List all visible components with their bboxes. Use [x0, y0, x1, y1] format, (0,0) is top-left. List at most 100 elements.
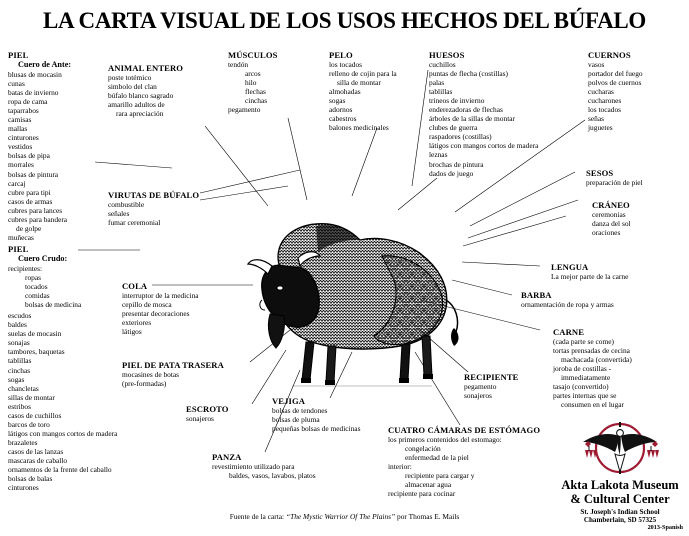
item-list: interruptor de la medicina cepillo de mo…	[122, 291, 199, 336]
list-item: suelas de mocasin	[8, 329, 62, 339]
source-title: “The Mystic Warrior Of The Plains”	[285, 512, 396, 521]
section-piel-cuero-de-ante: PIEL Cuero de Ante: blusas de mocasin cu…	[8, 50, 71, 242]
section-subheading: Cuero Crudo:	[18, 254, 68, 263]
section-musculos: MÚSCULOS tendón arcos hilo flechas cinch…	[228, 50, 278, 114]
item-list: vasos portador del fuego polvos de cuern…	[588, 60, 643, 132]
item-list: escudos baldes suelas de mocasin sonajas…	[8, 311, 117, 492]
list-item: hilo	[245, 78, 257, 88]
list-item: revestimiento utilizado para	[212, 462, 295, 471]
section-heading: CARNE	[553, 327, 585, 337]
list-item: tambores, baquetas	[8, 347, 65, 357]
list-item: poste totémico	[108, 73, 152, 82]
list-item: ropas	[25, 273, 42, 283]
logo-line-3: St. Joseph's Indian School	[580, 508, 660, 516]
list-item: mallas	[8, 124, 28, 134]
list-item: sonajeros	[186, 414, 214, 423]
section-piel-de-pata-trasera: PIEL DE PATA TRASERA mocasines de botas …	[122, 360, 224, 388]
list-item: búfalo blanco sagrado	[108, 91, 174, 101]
list-item: morrales	[8, 160, 34, 170]
section-pelo: PELO los tocados relleno de cojin para l…	[329, 50, 397, 132]
list-item: látigos con mangos cortos de madera	[429, 141, 539, 151]
list-item: los tocados	[329, 60, 363, 69]
list-item: tortas prensadas de cecina	[553, 346, 630, 356]
list-item: cepillo de mosca	[122, 300, 172, 310]
list-item: cucharones	[588, 96, 622, 106]
logo-line-4: Chamberlain, SD 57325	[583, 516, 657, 525]
buffalo-illustration	[246, 223, 459, 387]
organization-logo: Akta Lakota Museum & Cultural Center St.…	[556, 420, 684, 532]
list-item: ropa de cama	[8, 97, 48, 107]
list-item: tasajo (convertido)	[553, 382, 609, 392]
list-item: simbolo del clan	[108, 82, 157, 92]
list-item: interruptor de la medicina	[122, 291, 199, 300]
list-item: los tocados	[588, 105, 622, 115]
list-item: ceremonias	[592, 210, 626, 219]
list-item: baldes	[8, 320, 27, 330]
section-cola: COLA interruptor de la medicina cepillo …	[122, 281, 199, 336]
list-item: taparrabos	[8, 106, 39, 116]
section-huesos: HUESOS cuchillos puntas de flecha (costi…	[429, 50, 538, 178]
list-item: bolsas de pintura	[8, 169, 59, 179]
item-list: blusas de mocasin cunas batas de inviern…	[8, 70, 71, 242]
list-item: casos de cuchillos	[8, 410, 62, 420]
item-list: (cada parte se come) tortas prensadas de…	[553, 337, 632, 409]
list-item: cuchillos	[429, 60, 456, 69]
section-barba: BARBA ornamentación de ropa y armas	[521, 290, 614, 309]
list-item: arcos	[245, 69, 261, 79]
list-item: cucharas	[588, 87, 614, 97]
section-heading: ESCROTO	[186, 404, 229, 414]
list-item: de golpe	[16, 223, 42, 233]
list-item: los primeros contenidos del estomago:	[388, 435, 502, 444]
section-vejiga: VEJIGA bolsas de tendones bolsas de plum…	[272, 396, 360, 433]
list-item: cinturones	[8, 483, 39, 493]
list-item: mocasines de botas	[122, 370, 180, 379]
logo-line-1: Akta Lakota Museum	[561, 478, 679, 492]
list-item: cubres para lances	[8, 205, 63, 215]
item-list: La mejor parte de la carne	[551, 272, 628, 281]
list-item: relleno de cojin para la	[329, 69, 397, 79]
section-panza: PANZA revestimiento utilizado para balde…	[212, 452, 316, 480]
item-list: poste totémico simbolo del clan búfalo b…	[108, 73, 183, 118]
list-item: amarillo adultos de	[108, 100, 165, 110]
list-item: bolsas de pipa	[8, 151, 50, 161]
item-list: preparación de piel	[586, 178, 643, 187]
list-item: recipiente para cargar y	[405, 471, 475, 481]
list-item: oraciones	[592, 228, 621, 238]
list-item: adornos	[329, 105, 353, 115]
item-list: cuchillos puntas de flecha (costillas) p…	[429, 60, 538, 178]
list-item: pequeñas bolsas de medicinas	[272, 424, 361, 434]
section-heading: CRÁNEO	[592, 200, 630, 210]
list-item: exteriores	[122, 318, 152, 328]
item-list: ornamentación de ropa y armas	[521, 300, 614, 309]
list-item: tablillas	[429, 87, 453, 97]
section-virutas-de-bufalo: VIRUTAS DE BÚFALO combustible señales fu…	[108, 190, 199, 227]
list-item: mascaras de caballo	[8, 455, 68, 465]
list-item: consumen en el lugar	[561, 400, 625, 410]
list-item: dados de juego	[429, 168, 474, 178]
list-item: recipiente para cocinar	[388, 489, 456, 499]
section-sesos: SESOS preparación de piel	[586, 168, 643, 187]
list-item: danza del sol	[592, 219, 631, 229]
section-heading: BARBA	[521, 290, 552, 300]
list-item: brazaletes	[8, 437, 38, 447]
list-item: rara apreciación	[116, 109, 164, 119]
list-item: portador del fuego	[588, 69, 643, 79]
list-item: enderezadoras de flechas	[429, 105, 503, 115]
section-heading: VEJIGA	[272, 396, 306, 406]
item-list: los tocados relleno de cojin para la sil…	[329, 60, 397, 132]
list-item: sonajas	[8, 338, 30, 348]
section-piel-cuero-crudo: PIEL Cuero Crudo: recipientes: ropas toc…	[8, 244, 117, 492]
section-cuernos: CUERNOS vasos portador del fuego polvos …	[588, 50, 643, 132]
list-item: La mejor parte de la carne	[551, 272, 629, 281]
list-item: baldes, vasos, lavabos, platos	[229, 471, 316, 481]
list-item: comidas	[25, 291, 50, 301]
section-heading: CUATRO CÁMARAS DE ESTÓMAGO	[388, 425, 541, 435]
list-item: batas de invierno	[8, 88, 59, 98]
list-item: preparación de piel	[586, 178, 643, 187]
list-item: látigos con mangos cortos de madera	[8, 428, 118, 438]
list-item: estribos	[8, 401, 31, 411]
list-item: presentar decoraciones	[122, 309, 190, 319]
list-item: sonajeros	[464, 391, 492, 401]
list-item: combustible	[108, 200, 145, 209]
section-heading: RECIPIENTE	[464, 372, 519, 382]
